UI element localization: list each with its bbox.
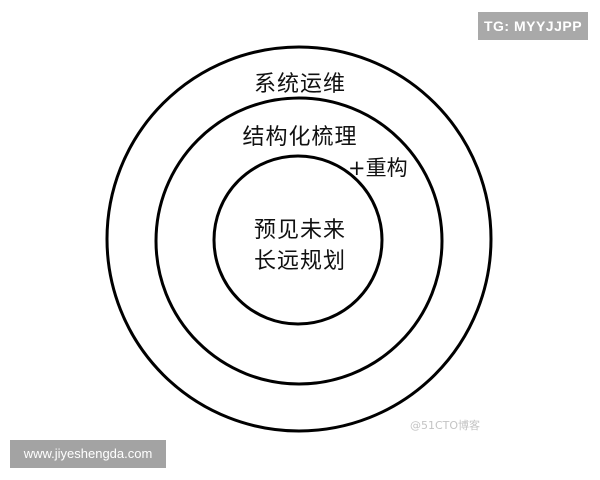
inner-ring-label-line1: 预见未来 [253,218,346,243]
telegram-watermark-badge: TG: MYYJJPP [478,12,588,40]
outer-circle [105,45,493,433]
outer-ring-label: 系统运维 [253,72,346,97]
inner-ring-label-line2: 长远规划 [253,249,346,274]
middle-ring-label: 结构化梳理 [242,125,358,150]
middle-circle [154,96,444,386]
inner-circle [212,154,384,326]
blog-watermark: @51CTO博客 [410,419,481,432]
website-watermark-badge: www.jiyeshengda.com [10,440,166,468]
middle-ring-extra-label: +重构 [348,156,408,180]
